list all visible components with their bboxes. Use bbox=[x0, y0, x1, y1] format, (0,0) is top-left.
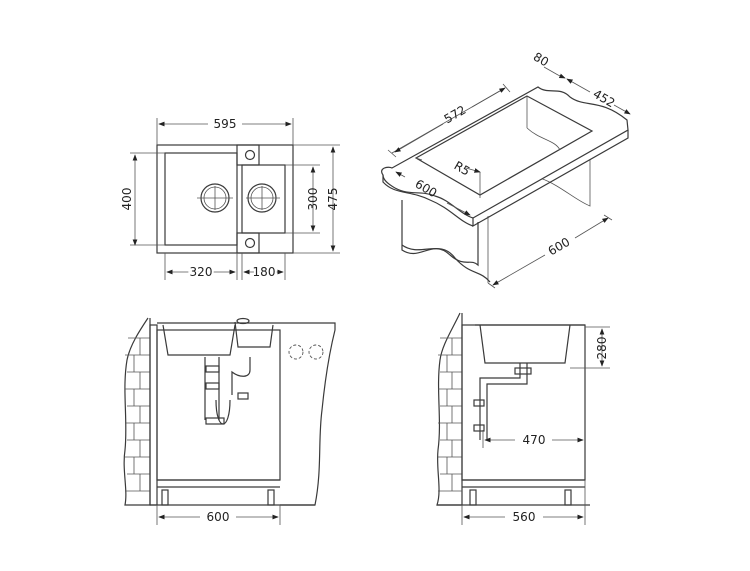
main-drain-icon bbox=[197, 183, 233, 213]
sink-outline bbox=[156, 144, 294, 254]
dim-small-bowl-depth: 300 bbox=[306, 188, 320, 211]
dim-overall-width: 595 bbox=[214, 117, 237, 131]
dim-cabinet-depth: 560 bbox=[513, 510, 536, 524]
cabinet-wave bbox=[401, 244, 491, 283]
pipe-hole-icon bbox=[288, 344, 304, 360]
dim-drain-offset: 470 bbox=[523, 433, 546, 447]
overflow-ledge bbox=[236, 232, 260, 254]
sink-section bbox=[479, 324, 571, 364]
small-bowl bbox=[241, 164, 286, 234]
brick-wall bbox=[123, 317, 151, 506]
cutout-isometric-view: 572 80 452 R5 600 600 bbox=[381, 50, 631, 289]
dim-sink-height: 280 bbox=[595, 337, 609, 360]
worktop-side bbox=[280, 322, 336, 506]
brick-wall bbox=[436, 312, 463, 506]
small-drain-icon bbox=[246, 183, 280, 213]
dim-backsplash-offset: 80 bbox=[531, 50, 551, 70]
front-section-view: 600 bbox=[123, 317, 336, 525]
small-bowl-section bbox=[234, 321, 274, 348]
waste-trap-icon bbox=[204, 357, 251, 425]
main-bowl-section bbox=[162, 324, 236, 356]
side-section-view: 280 470 560 bbox=[436, 312, 610, 525]
pipe-hole-icon bbox=[308, 344, 324, 360]
sink-cutout bbox=[414, 95, 594, 196]
dim-main-bowl-width: 320 bbox=[190, 265, 213, 279]
tap-hole-icon bbox=[244, 149, 256, 161]
cabinet-left-side bbox=[401, 200, 479, 267]
main-bowl bbox=[164, 152, 238, 246]
dim-cutout-length: 572 bbox=[442, 103, 469, 127]
overflow-hole-icon bbox=[244, 237, 256, 249]
plan-view: 595 400 300 475 320 180 bbox=[120, 117, 340, 281]
waste-pipe-icon bbox=[473, 363, 532, 440]
dim-cabinet-width-iso: 600 bbox=[546, 235, 573, 259]
worktop bbox=[381, 86, 629, 219]
dim-overall-depth: 475 bbox=[326, 188, 340, 211]
tap-ledge bbox=[236, 144, 260, 166]
dim-corner-radius: R5 bbox=[452, 158, 473, 178]
dim-front-cabinet-width: 600 bbox=[207, 510, 230, 524]
dim-small-bowl-width: 180 bbox=[253, 265, 276, 279]
dim-main-bowl-depth: 400 bbox=[120, 188, 134, 211]
